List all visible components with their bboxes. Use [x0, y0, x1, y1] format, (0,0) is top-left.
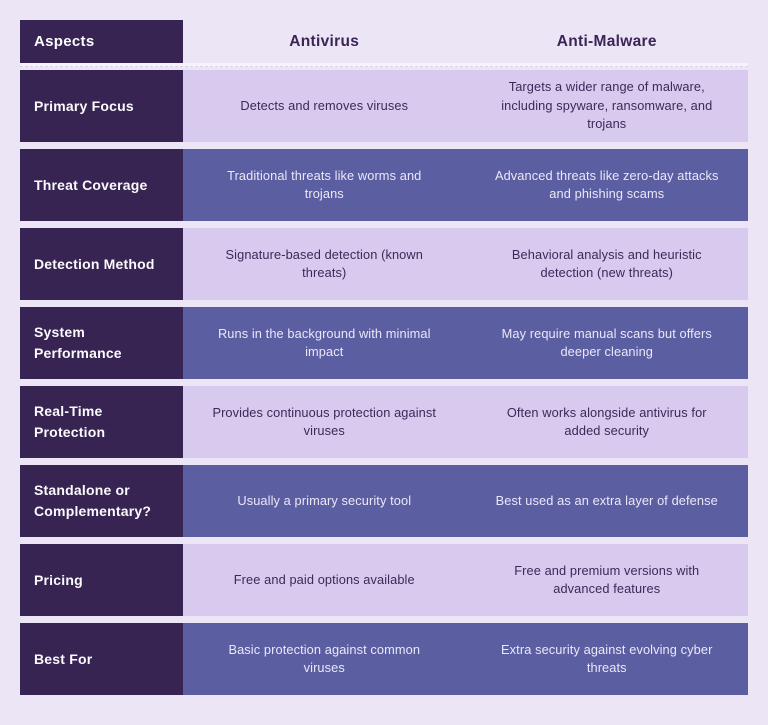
anti-malware-cell: May require manual scans but offers deep… — [501, 325, 712, 360]
anti-malware-cell: Targets a wider range of malware, includ… — [501, 79, 713, 132]
antivirus-cell: Usually a primary security tool — [237, 492, 412, 508]
aspect-label: Standalone or Complementary? — [20, 465, 183, 537]
antivirus-cell: Basic protection against common viruses — [228, 641, 421, 676]
row-values: Traditional threats like worms and troja… — [183, 149, 748, 221]
row-values: Signature-based detection (known threats… — [183, 228, 748, 300]
table-row: Standalone or Complementary? Usually a p… — [20, 465, 748, 537]
table-row: Pricing Free and paid options available … — [20, 544, 748, 616]
antivirus-cell: Runs in the background with minimal impa… — [217, 325, 431, 360]
row-values: Basic protection against common viruses … — [183, 623, 748, 695]
column-header-antivirus: Antivirus — [289, 32, 360, 50]
column-header-aspects: Aspects — [20, 20, 183, 63]
row-values: Runs in the background with minimal impa… — [183, 307, 748, 379]
table-header-row: Aspects Antivirus Anti-Malware — [20, 20, 748, 63]
anti-malware-cell: Extra security against evolving cyber th… — [501, 641, 713, 676]
anti-malware-cell: Free and premium versions with advanced … — [514, 562, 700, 597]
table-row: System Performance Runs in the backgroun… — [20, 307, 748, 379]
column-header-anti-malware: Anti-Malware — [556, 32, 657, 50]
table-row: Threat Coverage Traditional threats like… — [20, 149, 748, 221]
row-values: Free and paid options available Free and… — [183, 544, 748, 616]
comparison-table: Aspects Antivirus Anti-Malware Primary F… — [20, 20, 748, 695]
antivirus-cell: Signature-based detection (known threats… — [225, 246, 423, 281]
antivirus-cell: Provides continuous protection against v… — [212, 404, 437, 439]
aspect-label: Best For — [20, 623, 183, 695]
aspect-label: Real-Time Protection — [20, 386, 183, 458]
aspect-label: Pricing — [20, 544, 183, 616]
anti-malware-cell: Best used as an extra layer of defense — [495, 492, 718, 508]
table-body: Primary Focus Detects and removes viruse… — [20, 70, 748, 695]
antivirus-cell: Traditional threats like worms and troja… — [227, 167, 422, 202]
anti-malware-cell: Advanced threats like zero-day attacks a… — [494, 167, 719, 202]
antivirus-cell: Detects and removes viruses — [240, 97, 409, 113]
table-row: Detection Method Signature-based detecti… — [20, 228, 748, 300]
anti-malware-cell: Often works alongside antivirus for adde… — [506, 404, 707, 439]
row-values: Detects and removes viruses Targets a wi… — [183, 70, 748, 142]
aspect-label: Threat Coverage — [20, 149, 183, 221]
table-row: Real-Time Protection Provides continuous… — [20, 386, 748, 458]
header-divider — [20, 63, 748, 70]
aspect-label: Primary Focus — [20, 70, 183, 142]
aspect-label: System Performance — [20, 307, 183, 379]
anti-malware-cell: Behavioral analysis and heuristic detect… — [511, 246, 702, 281]
row-values: Provides continuous protection against v… — [183, 386, 748, 458]
table-row: Primary Focus Detects and removes viruse… — [20, 70, 748, 142]
aspect-label: Detection Method — [20, 228, 183, 300]
row-values: Usually a primary security tool Best use… — [183, 465, 748, 537]
table-row: Best For Basic protection against common… — [20, 623, 748, 695]
antivirus-cell: Free and paid options available — [233, 571, 415, 587]
